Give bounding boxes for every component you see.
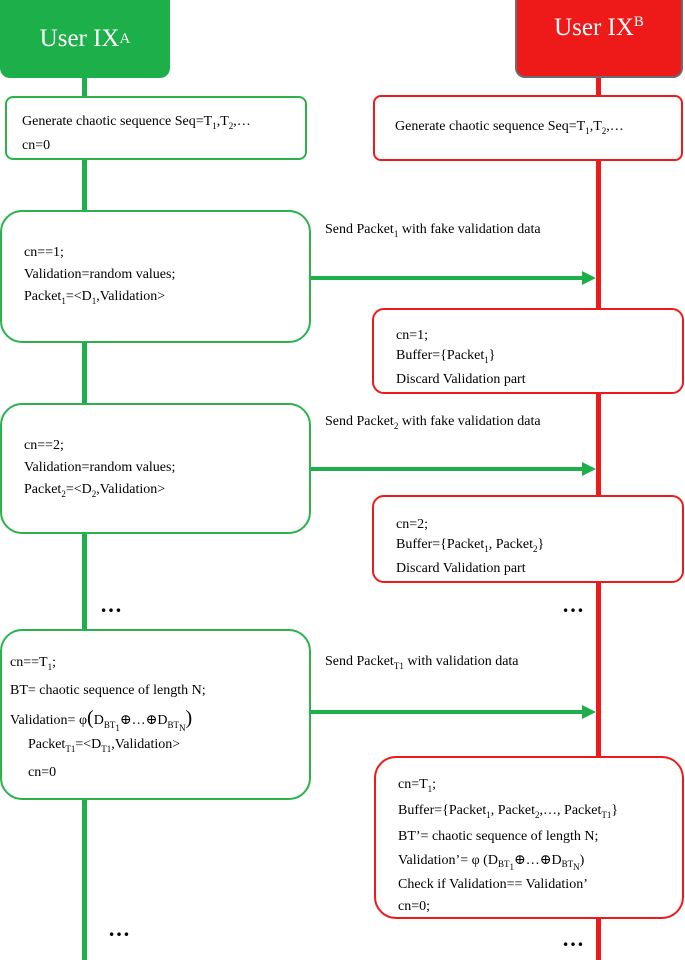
box-a-packet-2: cn==2; Validation=random values; Packet2… bbox=[0, 403, 311, 534]
arrowhead-icon bbox=[582, 271, 596, 285]
box-a-init-cn: cn=0 bbox=[22, 137, 51, 153]
ellipsis-b-2: … bbox=[562, 926, 585, 951]
header-b-label: User IX bbox=[554, 14, 634, 41]
box-b-buffer-2: cn=2; Buffer={Packet1, Packet2} Discard … bbox=[372, 495, 684, 583]
ellipsis-b-1: … bbox=[562, 592, 585, 617]
message-2-label: Send Packet2 with fake validation data bbox=[325, 414, 541, 431]
box-b-init: Generate chaotic sequence Seq=T1,T2,… bbox=[373, 95, 683, 161]
box-b-validate: cn=T1; Buffer={Packet1, Packet2,…, Packe… bbox=[374, 756, 684, 919]
arrowhead-icon bbox=[582, 705, 596, 719]
message-2-arrow bbox=[310, 462, 596, 476]
message-3-arrow bbox=[310, 705, 596, 719]
message-1-label: Send Packet1 with fake validation data bbox=[325, 222, 541, 239]
header-b-sub: B bbox=[633, 14, 644, 30]
header-a-sub: A bbox=[119, 30, 131, 47]
box-a-packet-1: cn==1; Validation=random values; Packet1… bbox=[0, 210, 311, 343]
ellipsis-a-1: … bbox=[100, 592, 123, 617]
box-a-init: Generate chaotic sequence Seq=T1,T2,… cn… bbox=[5, 96, 307, 160]
lifeline-user-b bbox=[596, 0, 601, 960]
message-3-label: Send PacketT1 with validation data bbox=[325, 654, 519, 671]
arrowhead-icon bbox=[582, 462, 596, 476]
box-b-buffer-1: cn=1; Buffer={Packet1} Discard Validatio… bbox=[372, 308, 684, 394]
ellipsis-a-2: … bbox=[108, 916, 131, 941]
header-a-label: User IX bbox=[39, 25, 120, 52]
message-1-arrow bbox=[310, 271, 596, 285]
box-a-packet-t1: cn==T1; BT= chaotic sequence of length N… bbox=[0, 629, 311, 800]
